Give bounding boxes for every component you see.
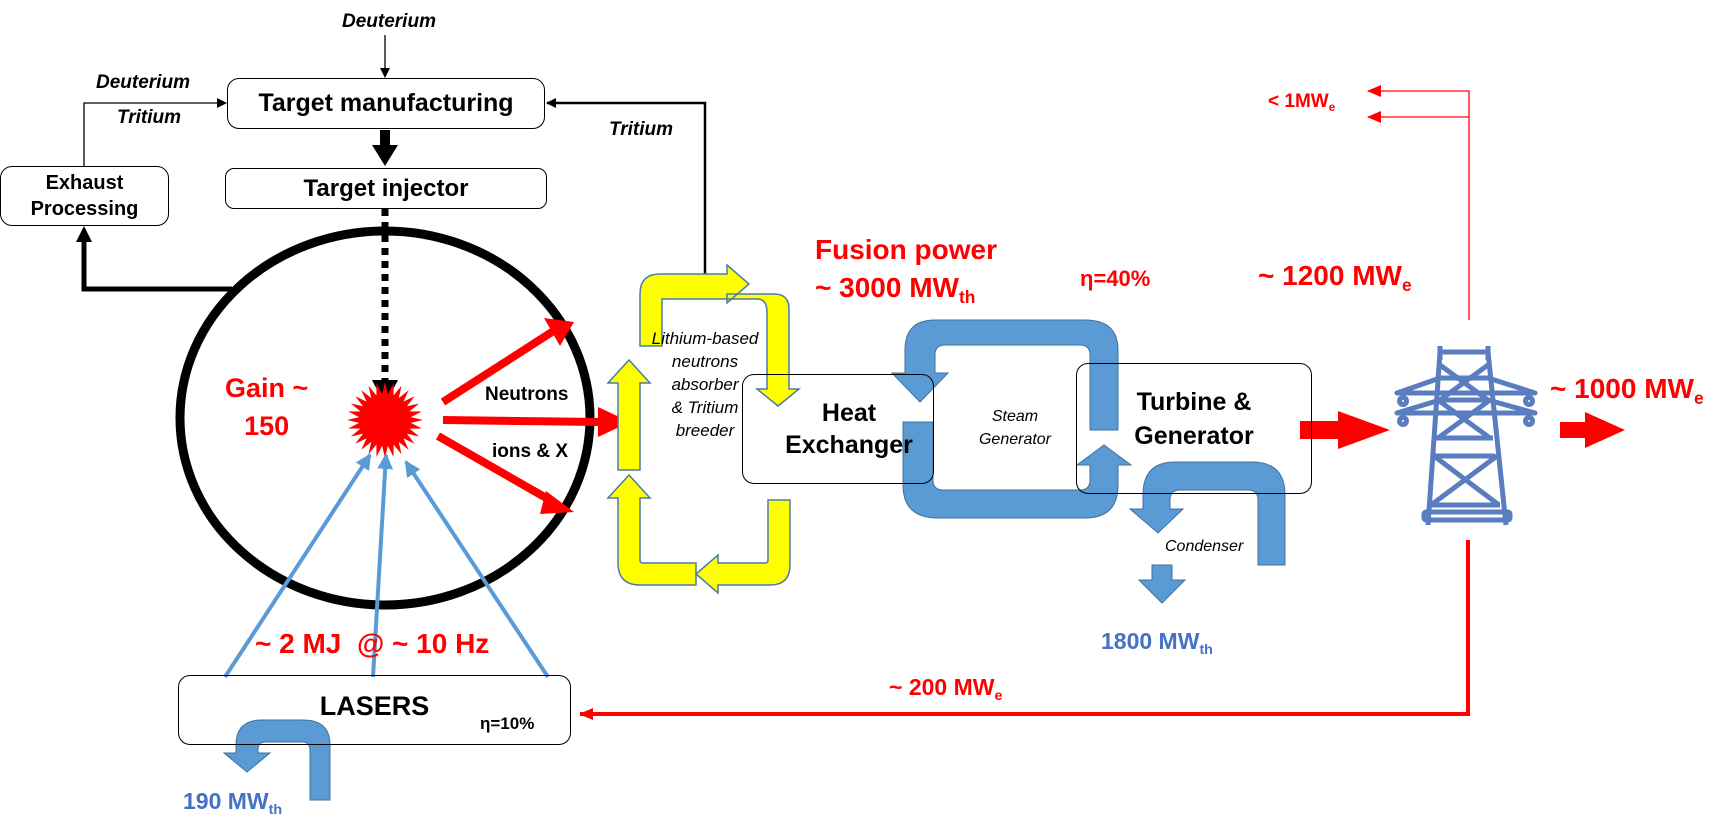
aux-power-value: < 1MWe — [1268, 91, 1336, 115]
blanket-label-line4: & Tritium — [671, 398, 739, 418]
blanket-middle-up-arrow — [606, 358, 652, 471]
fusion-burst-icon — [347, 382, 423, 458]
ions-x-label: ions & X — [492, 441, 569, 462]
laser-beam-left — [223, 453, 372, 679]
gross-electric-value: ~ 1200 MWe — [1258, 260, 1412, 294]
exhaust-processing-box: Exhaust Processing — [0, 166, 169, 226]
condenser-loss-value: 1800 MWth — [1101, 628, 1213, 658]
blanket-label-line5: breeder — [675, 421, 735, 441]
gross-electric-number: ~ 1200 MW — [1258, 260, 1402, 291]
deuterium-top-label: Deuterium — [342, 11, 436, 32]
laser-heat-loss-number: 190 MW — [183, 788, 269, 814]
fusion-power-number: ~ 3000 MW — [815, 272, 959, 303]
condenser-loss-number: 1800 MW — [1101, 628, 1200, 654]
net-output-arrow — [1560, 412, 1625, 448]
tritium-right-label: Tritium — [609, 119, 674, 140]
chamber-to-exhaust-arrow — [76, 226, 232, 292]
laser-energy-label: ~ 2 MJ @ ~ 10 Hz — [255, 628, 490, 659]
lasers-box: LASERS — [178, 675, 571, 745]
heat-exchanger-label-1: Heat — [821, 398, 877, 427]
recirculating-power-unit-sub: e — [994, 687, 1003, 704]
turbine-label-2: Generator — [1134, 421, 1254, 450]
neutrons-label: Neutrons — [485, 384, 569, 405]
laser-efficiency-label: η=10% — [480, 714, 535, 733]
heat-exchanger-box: Heat Exchanger — [742, 374, 934, 484]
steam-lower-feed-arrow — [902, 421, 1133, 519]
blanket-label: Lithium-based neutrons absorber & Tritiu… — [640, 327, 770, 443]
steam-generator-label: Steam Generator — [960, 405, 1070, 451]
neutrons-arrow-middle — [442, 407, 630, 437]
gross-electric-unit-sub: e — [1401, 275, 1412, 296]
condenser-flow-arrow — [1128, 461, 1286, 566]
blanket-top-flow-arrow — [639, 263, 802, 407]
steam-generator-label-1: Steam — [991, 408, 1039, 425]
target-injection-path — [372, 209, 398, 405]
fusion-power-label: Fusion power — [815, 234, 997, 265]
fusion-power-value: ~ 3000 MWth — [815, 272, 975, 306]
condenser-label: Condenser — [1165, 538, 1244, 555]
target-injector-box: Target injector — [225, 168, 547, 209]
condenser-loop — [1128, 461, 1286, 604]
recirculating-power-line — [579, 540, 1470, 720]
gain-label-line1: Gain ~ — [225, 373, 309, 403]
aux-power-unit-sub: e — [1328, 101, 1336, 115]
heat-exchanger-label-2: Exchanger — [785, 431, 913, 459]
blanket-bottom-flow-arrow — [606, 473, 791, 595]
aux-power-number: < 1MW — [1268, 91, 1329, 112]
net-output-unit-sub: e — [1693, 388, 1704, 409]
laser-beam-center — [371, 453, 394, 678]
aux-power-line-1 — [1367, 85, 1470, 320]
transmission-tower-icon — [1394, 346, 1538, 526]
steam-upper-return-arrow — [890, 319, 1119, 431]
laser-heat-loss-arrow — [222, 719, 331, 801]
tritium-left-label: Tritium — [117, 107, 182, 128]
laser-heat-loss-unit-sub: th — [268, 801, 283, 818]
net-output-value: ~ 1000 MWe — [1550, 373, 1704, 407]
blanket-label-line1: Lithium-based — [651, 329, 759, 348]
condenser-loss-unit-sub: th — [1199, 641, 1213, 658]
exhaust-to-target-arrow — [83, 98, 227, 166]
turbine-to-grid-arrow — [1300, 411, 1390, 449]
laser-heat-loss-value: 190 MWth — [183, 788, 282, 818]
recirculating-power-value: ~ 200 MWe — [889, 674, 1002, 704]
lithium-blanket-loop — [606, 263, 802, 595]
laser-beam-right — [404, 460, 550, 679]
turbine-label-1: Turbine & — [1136, 388, 1252, 416]
exhaust-processing-label-2: Processing — [30, 198, 139, 220]
tritium-return-arrow — [546, 98, 707, 280]
net-output-number: ~ 1000 MW — [1550, 373, 1694, 404]
target-manufacturing-label: Target manufacturing — [258, 89, 514, 117]
fusion-power-unit-sub: th — [958, 287, 976, 308]
target-injector-label: Target injector — [303, 174, 469, 202]
blanket-label-line2: neutrons — [671, 352, 739, 372]
ions-x-arrow-lower — [436, 432, 574, 514]
exhaust-processing-label-1: Exhaust — [45, 172, 124, 194]
turbine-efficiency-label: η=40% — [1080, 266, 1151, 291]
neutrons-arrow-upper — [440, 318, 574, 406]
condenser-heat-loss-arrow — [1137, 564, 1187, 604]
steam-generator-label-2: Generator — [978, 431, 1052, 449]
blanket-label-line3: absorber — [671, 375, 739, 395]
turbine-generator-box: Turbine & Generator — [1076, 363, 1312, 494]
gain-label: Gain ~ 150 — [225, 370, 308, 446]
recirculating-power-number: ~ 200 MW — [889, 674, 995, 700]
lasers-label: LASERS — [319, 690, 430, 721]
steam-loop — [890, 319, 1133, 519]
target-manufacturing-box: Target manufacturing — [227, 78, 545, 129]
gain-label-line2: 150 — [244, 410, 290, 441]
manufacturing-to-injector-arrow — [372, 130, 398, 166]
deuterium-left-label: Deuterium — [96, 72, 190, 93]
